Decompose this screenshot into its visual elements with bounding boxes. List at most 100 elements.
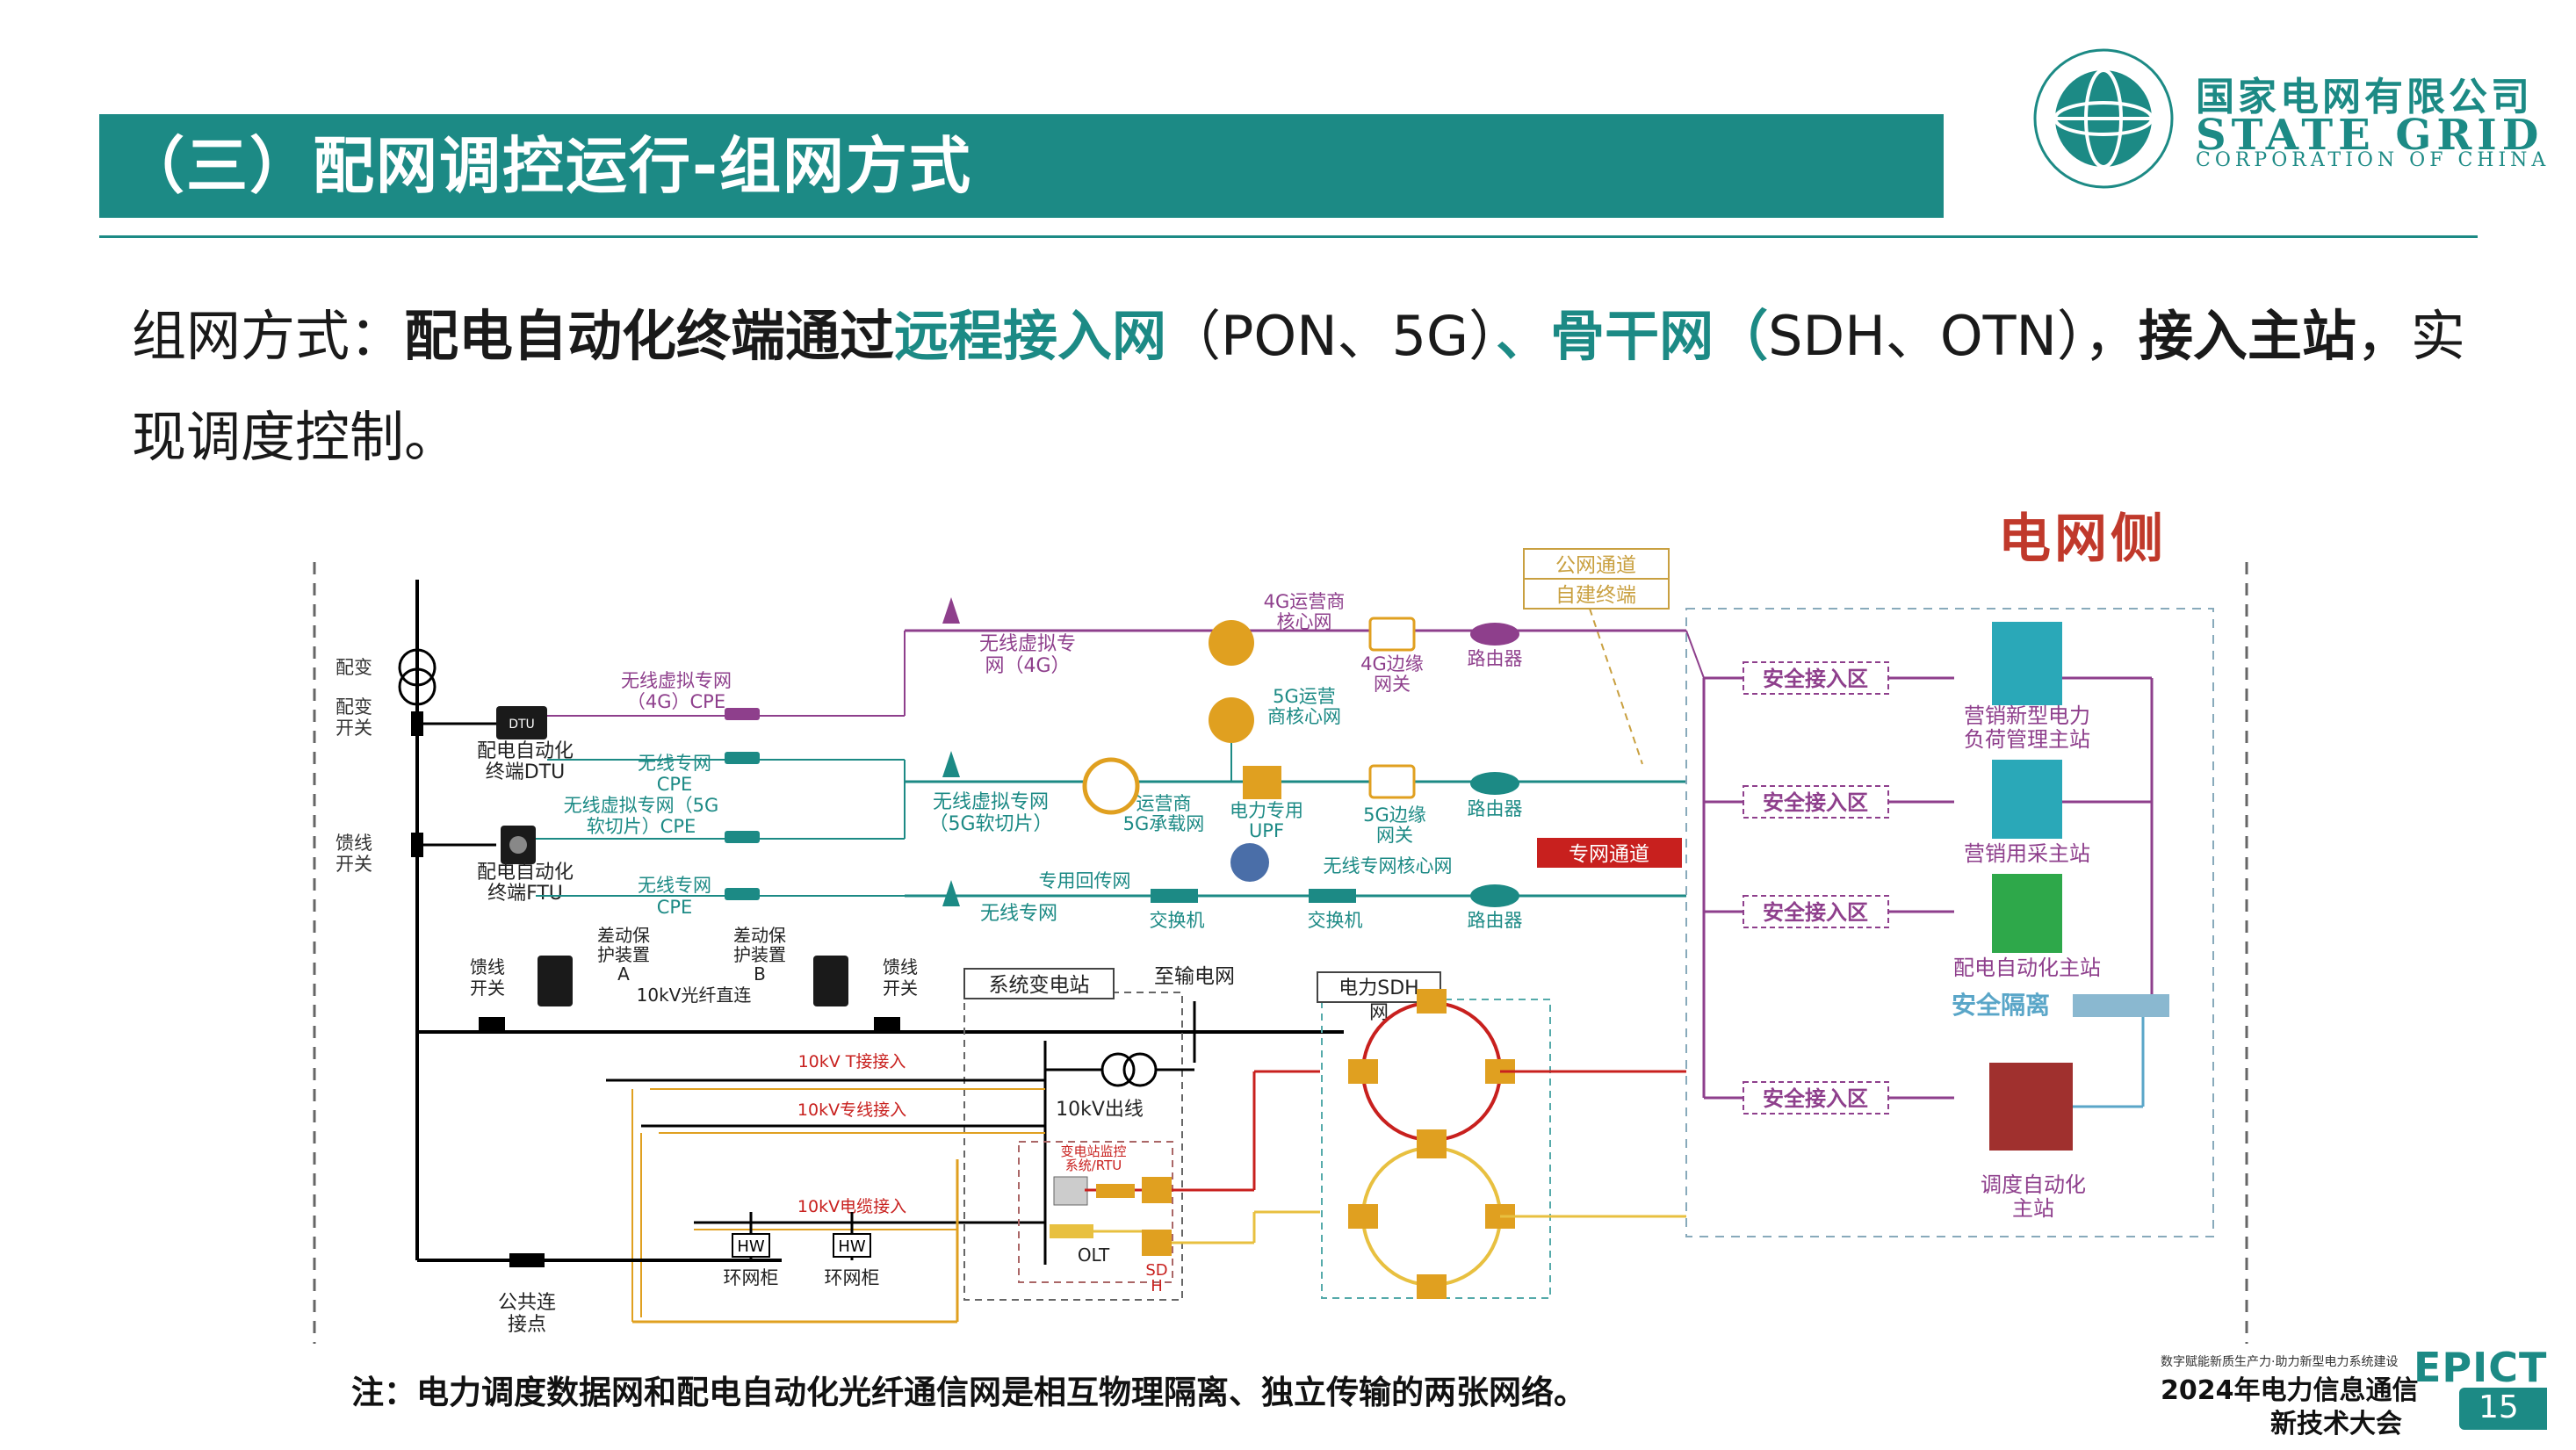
switch-icon [411, 711, 423, 736]
svg-text:DTU: DTU [509, 718, 535, 732]
svg-text:安全接入区: 安全接入区 [1763, 1086, 1868, 1111]
router-4g-icon [1470, 623, 1519, 646]
label-ftu: 终端FTU [487, 883, 563, 905]
svg-text:系统/RTU: 系统/RTU [1065, 1158, 1122, 1173]
conference-title-2: 新技术大会 [2270, 1409, 2402, 1439]
svg-text:馈线: 馈线 [470, 956, 505, 977]
olt-icon [1050, 1224, 1093, 1238]
svg-text:B: B [754, 963, 766, 985]
router-private-icon [1470, 884, 1519, 907]
page-title: （三）配网调控运行-组网方式 [123, 130, 973, 202]
svg-text:H: H [1151, 1277, 1163, 1295]
label-dtu: 终端DTU [486, 761, 565, 783]
router-5g-icon [1470, 772, 1519, 795]
intro-terminal: 配电自动化终端通过 [404, 304, 895, 368]
label-wireless-5g: 无线虚拟专网 [933, 791, 1049, 813]
label-public-connection: 公共连 [498, 1292, 556, 1314]
label-power-sdh: 电力SDH [1339, 977, 1418, 999]
server-distribution-icon [1992, 874, 2062, 953]
svg-text:开关: 开关 [470, 977, 505, 999]
intro-main-station: 接入主站 [2138, 304, 2356, 368]
label-backhaul: 专用回传网 [1039, 870, 1131, 891]
label-station-collect: 营销用采主站 [1964, 841, 2090, 866]
label-outlet: 10kV出线 [1056, 1099, 1144, 1121]
label-feeder-switch: 开关 [336, 854, 372, 875]
label-cpe-5g: 软切片）CPE [587, 816, 696, 837]
svg-text:SD: SD [1145, 1261, 1167, 1280]
label-cpe-private2: 无线专网 [638, 875, 711, 896]
page-number-badge [2459, 1388, 2547, 1430]
label-switch-right: 交换机 [1308, 910, 1363, 931]
public-connection-icon [509, 1253, 545, 1267]
label-carrier-5g: 5G承载网 [1123, 813, 1205, 834]
label-t-access: 10kV T接接入 [798, 1052, 906, 1071]
server-dispatch-icon [1989, 1063, 2073, 1151]
dtu-device-icon [496, 706, 547, 739]
label-isolation: 安全隔离 [1952, 991, 2050, 1020]
label-line-access: 10kV专线接入 [797, 1100, 906, 1120]
label-ftu: 配电自动化 [477, 862, 574, 884]
sdh-ring-red [1361, 1001, 1502, 1142]
label-core-4g: 4G运营商 [1264, 591, 1346, 612]
svg-text:差动保: 差动保 [733, 925, 786, 946]
label-edge-4g: 网关 [1374, 674, 1411, 695]
grid-side-label: 电网侧 [1998, 509, 2167, 570]
switch-right-icon [1309, 889, 1356, 903]
substation-box [963, 992, 1183, 1301]
label-core-5g: 商核心网 [1267, 706, 1341, 727]
cpe-4g-icon [725, 708, 760, 720]
footnote: 注：电力调度数据网和配电自动化光纤通信网是相互物理隔离、独立传输的两张网络。 [351, 1374, 1586, 1411]
label-router: 路由器 [1468, 798, 1523, 819]
label-fiber-direct: 10kV光纤直连 [637, 985, 752, 1006]
hw-cabinet-2-icon [833, 1233, 871, 1258]
label-core-4g: 核心网 [1277, 611, 1332, 632]
sdh-node-icon [1417, 989, 1447, 1014]
intro-tail: ，实现调度控制。 [132, 304, 2465, 469]
title-divider [99, 235, 2478, 238]
label-ring-cabinet-2: 环网柜 [825, 1267, 880, 1288]
label-router: 路由器 [1468, 910, 1523, 931]
company-name-en: STATE GRID [2196, 111, 2544, 160]
switch-left-icon [1151, 889, 1198, 903]
label-station-load: 负荷管理主站 [1964, 727, 2090, 752]
label-to-trans: 至输电网 [1154, 965, 1235, 988]
svg-text:变电站监控: 变电站监控 [1060, 1143, 1126, 1159]
isolation-device-icon [2073, 994, 2169, 1017]
svg-text:护装置: 护装置 [597, 944, 650, 965]
label-core-5g: 5G运营 [1273, 686, 1336, 707]
upf-icon [1243, 766, 1281, 799]
svg-text:自建终端: 自建终端 [1555, 584, 1636, 607]
svg-text:开关: 开关 [883, 977, 918, 999]
label-olt: OLT [1078, 1244, 1110, 1266]
label-upf: UPF [1249, 820, 1284, 841]
core-5g-icon [1209, 697, 1254, 743]
label-carrier-5g: 运营商 [1136, 793, 1192, 814]
rtu-box [1018, 1141, 1173, 1283]
rtu-monitor-icon [1053, 1176, 1088, 1206]
label-switch: 配变 [336, 696, 372, 718]
label-cpe-private2: CPE [657, 897, 693, 918]
server-collect-icon [1992, 760, 2062, 839]
private-channel-tag [1537, 838, 1682, 868]
sdh-ring-yellow [1361, 1146, 1502, 1287]
label-wireless-core: 无线专网核心网 [1324, 855, 1453, 876]
label-cpe-private: 无线专网 [638, 753, 711, 774]
label-dtu: 配电自动化 [477, 740, 574, 762]
protection-b-icon [813, 956, 848, 1006]
intro-backbone: 、骨干网（ [1496, 304, 1769, 368]
label-cpe-private: CPE [657, 774, 693, 795]
server-load-mgmt-icon [1992, 622, 2062, 705]
intro-remote-access: 远程接入网 [894, 304, 1167, 368]
label-wireless-4g: 网（4G） [985, 655, 1070, 677]
wireless-core-icon [1230, 843, 1269, 882]
sdh-node-icon [1348, 1059, 1378, 1084]
sdh-node-icon [1142, 1230, 1172, 1256]
svg-text:专网通道: 专网通道 [1569, 843, 1649, 866]
label-peibian: 配变 [336, 657, 372, 678]
intro-sdh-otn: SDH、OTN）， [1768, 304, 2139, 368]
label-station-load: 营销新型电力 [1964, 703, 2090, 728]
title-bar [99, 114, 1944, 218]
label-cpe-4g: （4G）CPE [627, 691, 725, 712]
company-name-sub: CORPORATION OF CHINA [2196, 149, 2551, 171]
transformer-icon [398, 648, 437, 687]
